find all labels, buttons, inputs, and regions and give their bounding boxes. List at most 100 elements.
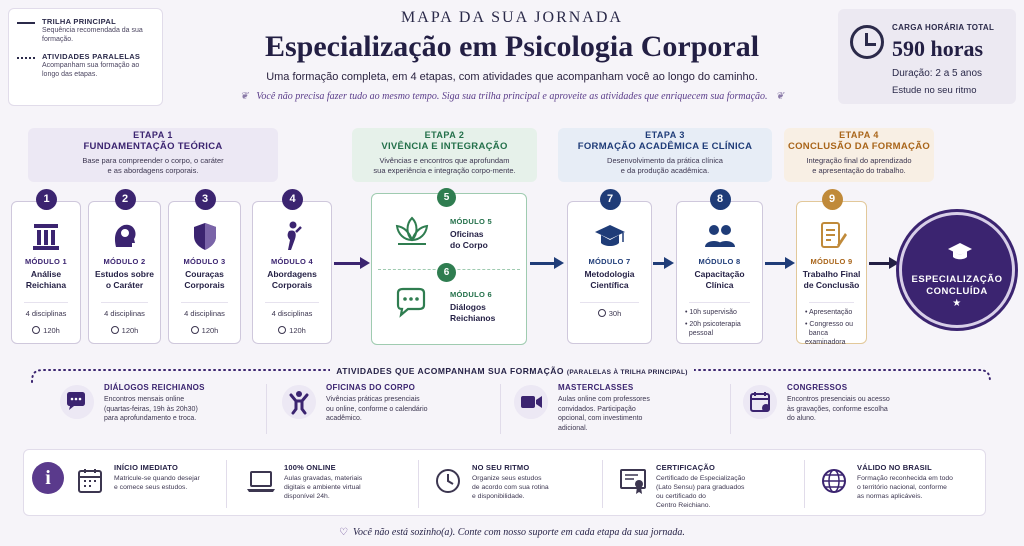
activity-title: CONGRESSOS — [787, 383, 848, 392]
page-tagline: ❦Você não precisa fazer tudo ao mesmo te… — [0, 91, 1024, 102]
etapa-name: FORMAÇÃO ACADÊMICA E CLÍNICA — [577, 141, 753, 152]
etapa-number: ETAPA 1 — [133, 130, 173, 140]
activity-title: OFICINAS DO CORPO — [326, 383, 416, 392]
module-label: MÓDULO 2 — [103, 257, 146, 266]
flow-arrow — [334, 262, 362, 265]
activity-description: Encontros mensais online(quartas-feiras,… — [104, 395, 198, 424]
graduation-cap-icon — [594, 225, 625, 246]
divider — [730, 384, 731, 434]
module-name-line: o Caráter — [105, 280, 144, 290]
legend-paralelas-title: ATIVIDADES PARALELAS — [42, 52, 141, 61]
arrow-head-icon — [889, 257, 899, 269]
desc-line: para aprofundamento e troca. — [104, 415, 197, 422]
desc-line: às gravações, conforme escolha — [787, 405, 888, 413]
module-number-badge: 1 — [36, 189, 57, 210]
paralelas-title-note: (PARALELAS À TRILHA PRINCIPAL) — [566, 369, 688, 376]
etapa-number: ETAPA 2 — [424, 130, 465, 140]
etapa-name: VIVÊNCIA E INTEGRAÇÃO — [381, 141, 508, 152]
module-number-badge: 7 — [599, 189, 621, 210]
desc-line: adicional. — [558, 424, 588, 432]
etapa-number: ETAPA 4 — [839, 130, 879, 140]
module-name-line: Trabalho Final — [802, 269, 861, 279]
carga-ritmo: Estude no seu ritmo — [892, 85, 977, 96]
activity-title: MASTERCLASSES — [558, 383, 634, 392]
arrow-head-icon — [554, 257, 564, 269]
certificate-icon — [620, 469, 646, 494]
clock-icon — [278, 326, 287, 334]
module-hours-value: 30h — [608, 309, 622, 318]
desc-line: de acordo com sua rotina — [472, 484, 549, 491]
bullet-item: • Apresentação — [805, 309, 853, 316]
divider — [580, 302, 639, 303]
module-name-line: Clínica — [705, 280, 734, 290]
body-figure-icon — [287, 221, 302, 250]
etapa-desc-line: e da produção acadêmica. — [620, 166, 710, 175]
bullet-item: • 10h supervisão — [685, 309, 737, 316]
module-hours: 120h — [89, 326, 160, 335]
module-disciplines: 4 disciplinas — [271, 309, 313, 318]
clock-icon — [32, 326, 41, 334]
solid-line-icon — [17, 22, 35, 44]
desc-line: (Lato Sensu) para graduados — [656, 484, 745, 491]
head-profile-icon — [114, 224, 136, 247]
divider — [265, 302, 319, 303]
module-label: MÓDULO 8 — [698, 257, 741, 266]
desc-line: disponível 24h. — [284, 493, 330, 500]
etapa-name: CONCLUSÃO DA FORMAÇÃO — [787, 141, 931, 152]
module-label: MÓDULO 6 — [450, 290, 492, 299]
etapa-4-header: ETAPA 4 CONCLUSÃO DA FORMAÇÃO Integração… — [784, 128, 934, 182]
arrow-head-icon — [360, 257, 370, 269]
desc-line: e disponibilidade. — [472, 493, 525, 500]
activity-dialogos[interactable]: DIÁLOGOS REICHIANOS Encontros mensais on… — [60, 383, 260, 439]
etapa-name: FUNDAMENTAÇÃO TEÓRICA — [83, 141, 223, 152]
video-camera-icon — [514, 385, 548, 419]
divider — [181, 302, 228, 303]
module-disciplines: 4 disciplinas — [104, 309, 145, 318]
clock-icon — [110, 326, 119, 334]
activity-masterclasses[interactable]: MASTERCLASSES Aulas online com professor… — [514, 383, 714, 439]
activity-oficinas[interactable]: OFICINAS DO CORPO Vivências práticas pre… — [282, 383, 482, 439]
module-name-line: Metodologia — [584, 269, 635, 279]
etapa-desc-line: Base para compreender o corpo, o caráter — [82, 156, 224, 165]
etapa-description: Base para compreender o corpo, o caráter… — [28, 156, 278, 176]
paralelas-title-text: ATIVIDADES QUE ACOMPANHAM SUA FORMAÇÃO — [336, 366, 565, 376]
info-icon: i — [32, 462, 64, 494]
desc-line: ou certificado do — [656, 493, 706, 500]
module-hours: 30h — [568, 309, 651, 318]
info-title: NO SEU RITMO — [472, 463, 530, 472]
leaf-left-icon: ❦ — [240, 91, 249, 102]
etapa-desc-line: Desenvolvimento da prática clínica — [607, 156, 723, 165]
desc-line: do aluno. — [787, 415, 816, 422]
paralelas-title: ATIVIDADES QUE ACOMPANHAM SUA FORMAÇÃO (… — [0, 366, 1024, 376]
info-title: VÁLIDO NO BRASIL — [857, 463, 932, 472]
module-name-line: Abordagens — [267, 269, 317, 279]
module-name-line: Reichianos — [450, 313, 496, 323]
stretching-figure-icon — [282, 385, 316, 419]
divider — [500, 384, 501, 434]
divider — [266, 384, 267, 434]
activity-congressos[interactable]: CONGRESSOS Encontros presenciais ou aces… — [743, 383, 943, 439]
heart-icon: ♡ — [339, 527, 349, 538]
flow-arrow — [653, 262, 665, 265]
module-name-line: Análise — [30, 269, 62, 279]
etapa-desc-line: e as abordagens corporais. — [107, 166, 199, 175]
chat-bubbles-icon — [396, 287, 426, 318]
carga-duracao: Duração: 2 a 5 anos — [892, 68, 983, 79]
module-name-line: Reichiana — [25, 280, 67, 290]
star-icon: ★ — [952, 298, 962, 309]
module-name-line: Corporais — [271, 280, 313, 290]
module-hours-value: 120h — [201, 326, 219, 335]
bullet-line: pessoal — [688, 330, 714, 337]
